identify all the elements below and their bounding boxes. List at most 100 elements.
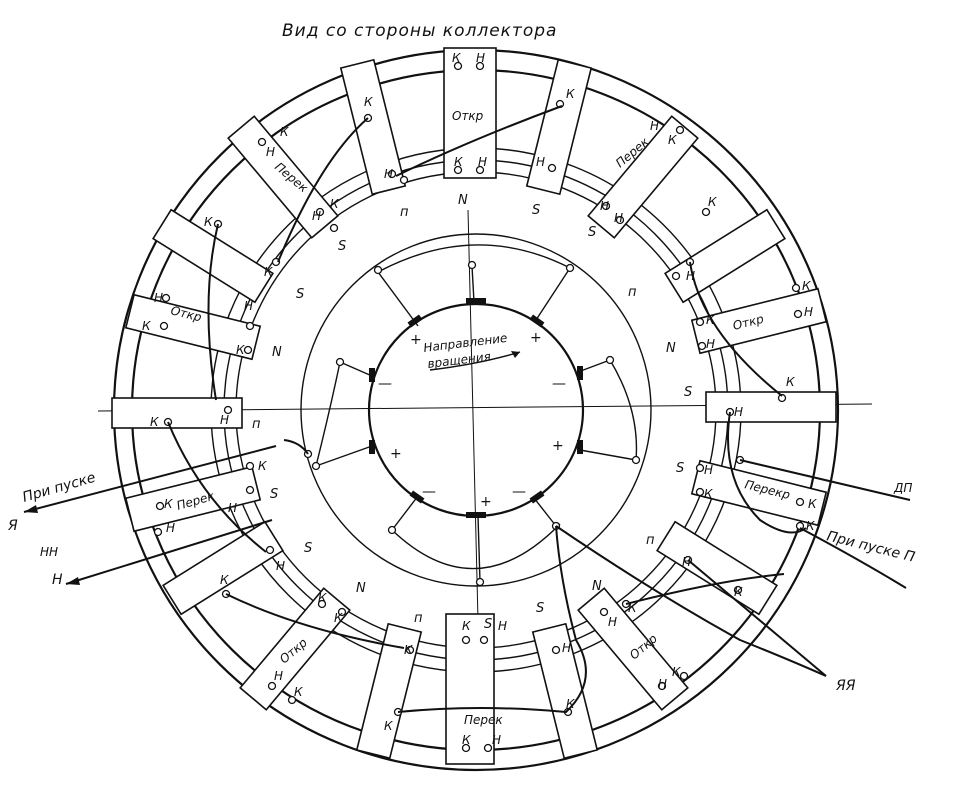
lead-label-dp: ДП xyxy=(893,481,912,495)
svg-text:К: К xyxy=(330,197,339,211)
coil-block xyxy=(705,391,837,423)
svg-text:Н: Н xyxy=(734,405,743,419)
rotation-arrow xyxy=(429,351,521,371)
coil-block xyxy=(124,465,262,533)
pole-ring xyxy=(300,233,652,587)
plus-sign: + xyxy=(530,330,542,346)
coil-block xyxy=(690,459,828,527)
svg-text:Н: Н xyxy=(492,733,501,747)
svg-text:К: К xyxy=(204,215,213,229)
svg-text:К: К xyxy=(708,195,717,209)
coil-block xyxy=(525,58,593,196)
svg-text:К: К xyxy=(264,265,273,279)
terminal-letters: К Н К Н К К Н Н К Н К Н Н К Н Н К К К Н … xyxy=(142,51,817,747)
pole-south: S xyxy=(484,617,492,632)
svg-text:Н: Н xyxy=(650,119,659,133)
brush-arc-right xyxy=(609,359,638,461)
svg-text:К: К xyxy=(404,643,413,657)
external-leads xyxy=(23,445,911,677)
coil-label-open: Откр xyxy=(452,109,484,123)
svg-text:Н: Н xyxy=(562,641,571,655)
lead-label-yaya: ЯЯ xyxy=(835,678,856,694)
brush-spokes xyxy=(315,265,637,583)
plus-sign: + xyxy=(480,494,492,510)
pole-south: S xyxy=(676,461,684,476)
plus-sign: + xyxy=(552,438,564,454)
svg-text:К: К xyxy=(734,585,743,599)
svg-text:Н: Н xyxy=(804,305,813,319)
plus-sign: + xyxy=(390,446,402,462)
svg-text:Н: Н xyxy=(312,209,321,223)
svg-text:К: К xyxy=(566,87,575,101)
svg-text:К: К xyxy=(802,279,811,293)
svg-text:К: К xyxy=(142,319,151,333)
svg-text:Н: Н xyxy=(704,463,713,477)
pole-aux: п xyxy=(646,533,655,548)
pole-south: S xyxy=(304,541,312,556)
svg-text:Н: Н xyxy=(154,291,163,305)
svg-text:Н: Н xyxy=(706,337,715,351)
svg-text:Н: Н xyxy=(166,521,175,535)
minus-sign: — xyxy=(378,376,392,392)
coil-block xyxy=(690,287,828,355)
pole-south: S xyxy=(588,225,596,240)
coil-blocks xyxy=(111,47,837,765)
coil-block xyxy=(339,58,407,196)
svg-text:Н: Н xyxy=(600,199,609,213)
svg-text:К: К xyxy=(258,459,267,473)
svg-text:Н: Н xyxy=(276,559,285,573)
coil-block xyxy=(577,587,689,711)
coil-block xyxy=(664,208,786,304)
svg-text:Н: Н xyxy=(658,677,667,691)
svg-text:К: К xyxy=(318,591,327,605)
svg-text:Н: Н xyxy=(498,619,507,633)
connection-ring-3 xyxy=(235,171,717,649)
coil-block xyxy=(587,115,699,239)
pole-north: N xyxy=(356,581,366,596)
svg-text:Н: Н xyxy=(478,155,487,169)
lead-label-start-right: При пуске П xyxy=(825,528,917,565)
svg-text:К: К xyxy=(164,497,173,511)
svg-text:Н: Н xyxy=(682,555,691,569)
svg-text:Н: Н xyxy=(274,669,283,683)
vertical-axis xyxy=(467,209,479,621)
lead-label-ya: Я xyxy=(7,518,18,534)
svg-text:Н: Н xyxy=(244,299,253,313)
brush-arc-left xyxy=(315,361,341,467)
svg-text:К: К xyxy=(220,573,229,587)
svg-text:К: К xyxy=(364,95,373,109)
svg-text:К: К xyxy=(454,155,463,169)
coil-block xyxy=(355,622,423,760)
svg-text:Н: Н xyxy=(384,167,393,181)
pole-aux: п xyxy=(400,205,409,220)
connection-ring-2 xyxy=(223,159,729,661)
svg-text:Н: Н xyxy=(686,269,695,283)
svg-text:К: К xyxy=(566,697,575,711)
pole-labels: N п S S S S п N N п S S S п S N N п S S xyxy=(252,193,692,632)
svg-text:К: К xyxy=(672,665,681,679)
brush-arc-top xyxy=(377,244,571,273)
svg-text:К: К xyxy=(704,487,713,501)
pole-south: S xyxy=(684,385,692,400)
svg-text:Н: Н xyxy=(266,145,275,159)
coil-block xyxy=(531,622,599,760)
pole-aux: п xyxy=(628,285,637,300)
pole-north: N xyxy=(666,341,676,356)
pole-south: S xyxy=(270,487,278,502)
svg-text:К: К xyxy=(150,415,159,429)
coil-block xyxy=(227,115,339,239)
lead-label-start-left: При пуске xyxy=(21,470,98,506)
svg-text:К: К xyxy=(384,719,393,733)
svg-text:К: К xyxy=(236,343,245,357)
plus-sign: + xyxy=(410,332,422,348)
coil-block xyxy=(656,520,778,616)
svg-text:К: К xyxy=(628,601,637,615)
svg-text:К: К xyxy=(706,313,715,327)
svg-text:Н: Н xyxy=(608,615,617,629)
coil-block xyxy=(111,397,243,429)
minus-sign: — xyxy=(552,376,566,392)
coil-block xyxy=(239,587,351,711)
svg-text:К: К xyxy=(668,133,677,147)
pole-south: S xyxy=(532,203,540,218)
svg-text:К: К xyxy=(462,619,471,633)
